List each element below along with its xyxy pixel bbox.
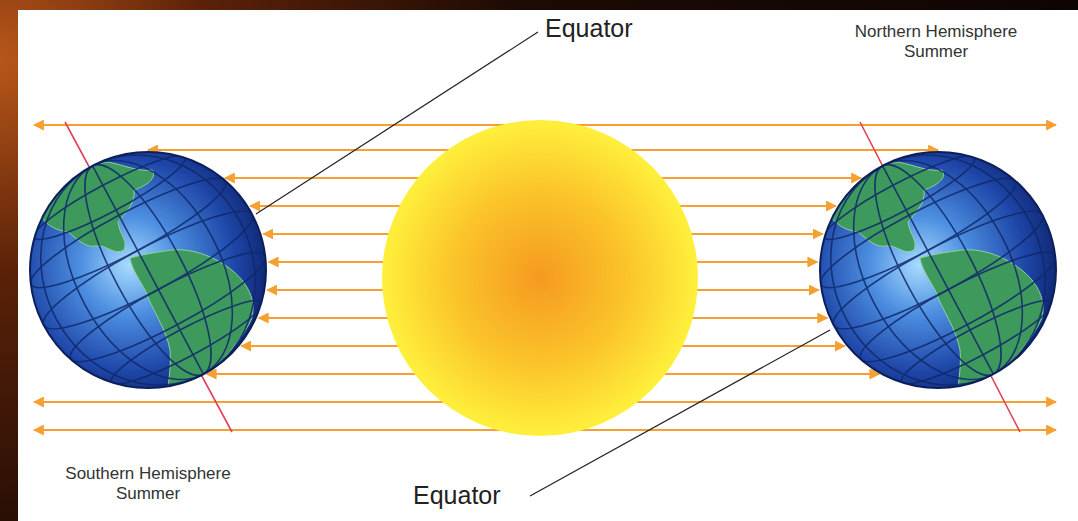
season-label: Southern Hemisphere Summer bbox=[58, 464, 238, 505]
leader-line bbox=[530, 330, 830, 496]
equator-label: Equator bbox=[413, 480, 573, 510]
sun bbox=[382, 120, 698, 436]
leader-line bbox=[256, 32, 538, 214]
earth-globe bbox=[778, 110, 1078, 429]
equator-label: Equator bbox=[545, 13, 705, 43]
season-label: Northern Hemisphere Summer bbox=[846, 22, 1026, 63]
earth-globe bbox=[0, 110, 308, 429]
